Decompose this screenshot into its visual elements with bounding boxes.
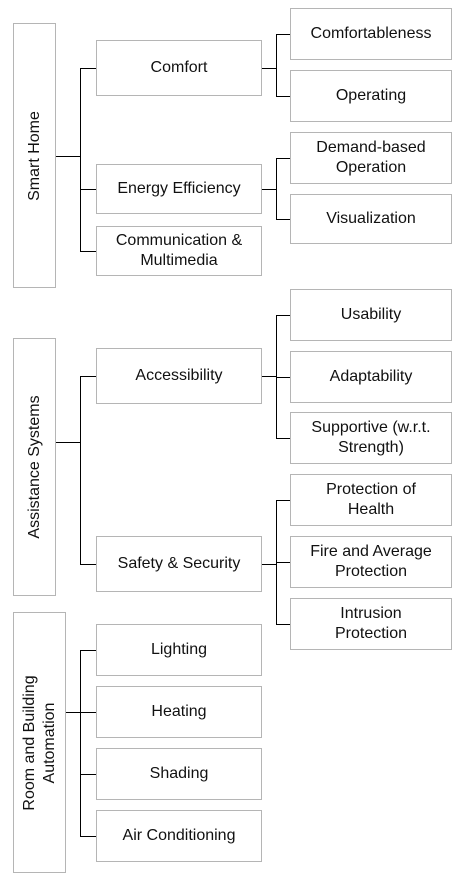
connector: [276, 377, 290, 378]
connector: [276, 158, 277, 220]
connector: [276, 315, 290, 316]
root-label: Smart Home: [25, 110, 43, 201]
node-heating: Heating: [96, 686, 262, 738]
connector: [80, 251, 96, 252]
leaf-comfortableness: Comfortableness: [290, 8, 452, 60]
connector: [262, 376, 276, 377]
connector: [276, 34, 290, 35]
connector: [80, 650, 96, 651]
leaf-adaptability: Adaptability: [290, 351, 452, 403]
leaf-intrusion-protection: Intrusion Protection: [290, 598, 452, 650]
connector: [80, 68, 96, 69]
node-shading: Shading: [96, 748, 262, 800]
connector: [276, 158, 290, 159]
connector: [276, 438, 290, 439]
connector: [80, 376, 81, 565]
connector: [262, 564, 276, 565]
leaf-fire-protection: Fire and Average Protection: [290, 536, 452, 588]
node-lighting: Lighting: [96, 624, 262, 676]
node-air-conditioning: Air Conditioning: [96, 810, 262, 862]
connector: [276, 500, 290, 501]
leaf-supportive: Supportive (w.r.t. Strength): [290, 412, 452, 464]
connector: [80, 376, 96, 377]
connector: [80, 836, 96, 837]
root-label: Assistance Systems: [25, 395, 43, 539]
connector: [80, 68, 81, 252]
leaf-usability: Usability: [290, 289, 452, 341]
connector: [80, 712, 96, 713]
root-label: Room and Building Automation: [20, 674, 58, 811]
node-safety-security: Safety & Security: [96, 536, 262, 592]
connector: [56, 156, 80, 157]
connector: [56, 442, 80, 443]
leaf-visualization: Visualization: [290, 194, 452, 244]
connector: [262, 68, 276, 69]
node-comfort: Comfort: [96, 40, 262, 96]
leaf-operating: Operating: [290, 70, 452, 122]
connector: [276, 624, 290, 625]
node-accessibility: Accessibility: [96, 348, 262, 404]
root-room-building-automation: Room and Building Automation: [13, 612, 66, 873]
connector: [80, 774, 96, 775]
leaf-demand-based-operation: Demand-based Operation: [290, 132, 452, 184]
connector: [262, 189, 276, 190]
connector: [276, 34, 277, 97]
connector: [276, 219, 290, 220]
node-energy-efficiency: Energy Efficiency: [96, 164, 262, 214]
node-communication-multimedia: Communication & Multimedia: [96, 226, 262, 276]
connector: [66, 712, 80, 713]
connector: [276, 96, 290, 97]
leaf-protection-of-health: Protection of Health: [290, 474, 452, 526]
connector: [276, 562, 290, 563]
root-smart-home: Smart Home: [13, 23, 56, 288]
connector: [80, 189, 96, 190]
connector: [80, 564, 96, 565]
root-assistance-systems: Assistance Systems: [13, 338, 56, 596]
connector: [80, 650, 81, 837]
